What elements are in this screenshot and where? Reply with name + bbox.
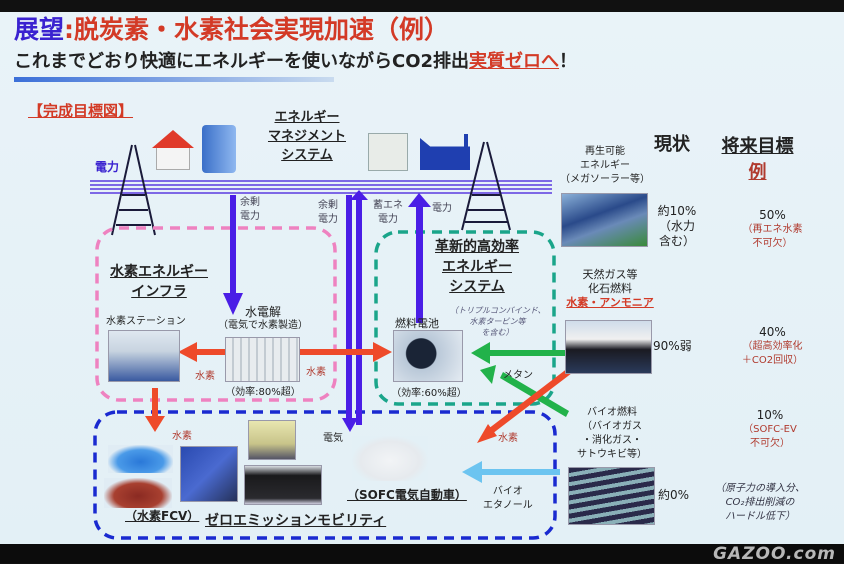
fuel-cell-up-arrow (408, 193, 431, 323)
train-photo (180, 446, 238, 502)
mobility-box (93, 410, 557, 540)
bioethanol-label: バイオエタノール (483, 486, 533, 511)
page-title: 展望:脱炭素・水素社会実現加速（例） (14, 15, 450, 44)
electrolyzer-photo (225, 337, 300, 382)
renewable-target: 50%（再エネ水素不可欠） (742, 208, 803, 249)
bus-photo (244, 465, 322, 505)
power-up-label: 電力 (432, 203, 452, 214)
lng-ship-photo (565, 320, 652, 374)
biofuel-current: 約0% (658, 488, 690, 502)
zero-emission-mobility-label: ゼロエミッションモビリティ (205, 513, 387, 529)
hydrogen-infra-box (95, 226, 337, 402)
solar-panel-photo (561, 193, 648, 247)
biofuel-source-label: バイオ燃料（バイオガス・消化ガス・サトウキビ等） (577, 407, 647, 460)
screen-bezel (0, 544, 844, 563)
diagram-heading: 【完成目標図】 (28, 102, 134, 120)
fcv-blue-car-photo (108, 445, 173, 473)
sofc-ev-photo (352, 436, 428, 481)
future-header: 将来目標例 (721, 136, 794, 183)
hydrogen-label-right: 水素 (306, 367, 326, 378)
sugarcane-photo (568, 467, 655, 525)
methane-label: メタン (503, 370, 533, 381)
sofc-ev-label: （SOFC電気自動車） (347, 488, 467, 502)
renewable-current: 約10%（水力含む） (657, 204, 697, 248)
hydrogen-fcv-arrow-label: 水素 (172, 431, 192, 442)
hydrogen-station-photo (108, 330, 180, 382)
fossil-current: 90%弱 (653, 339, 692, 353)
storage-power-label: 蓄エネ電力 (373, 200, 403, 225)
h2-sofc-arrow (477, 368, 572, 443)
surplus-power-label: 余剰電力 (240, 197, 260, 222)
renewable-source-label: 再生可能エネルギー（メガソーラー等） (560, 146, 650, 185)
hospital-icon (368, 133, 408, 171)
electrolysis-label: 水電解（電気で水素製造） (218, 305, 308, 331)
efficiency-60: （効率:60%超） (391, 388, 467, 399)
surplus-power-label-2: 余剰電力 (318, 200, 338, 225)
fcv-label: （水素FCV） (125, 509, 200, 523)
fuel-cell-label: 燃料電池 (395, 317, 439, 330)
fossil-target: 40%（超高効率化＋CO2回収） (741, 325, 804, 366)
electricity-label: 電気 (323, 433, 343, 444)
tower-icon (461, 141, 511, 231)
hydrogen-label-left: 水素 (195, 371, 215, 382)
hydrogen-sofc-arrow-label: 水素 (498, 433, 518, 444)
efficiency-80: （効率:80%超） (225, 387, 301, 398)
fcv-red-car-photo (104, 478, 172, 508)
office-building-icon (202, 125, 236, 173)
high-efficiency-note: （トリプルコンバインド、水素タービン等を含む） (450, 306, 546, 337)
grid-trunk (342, 190, 368, 432)
watermark: GAZOO.com (713, 544, 836, 564)
tower-icon (111, 144, 156, 236)
high-efficiency-box (374, 230, 556, 406)
fuel-cell-photo (393, 330, 463, 382)
fossil-source-label: 天然ガス等化石燃料水素・アンモニア (566, 268, 654, 309)
title-underline-bar (14, 77, 334, 82)
power-lines (90, 180, 552, 194)
bioethanol-arrow (462, 461, 560, 483)
power-label: 電力 (95, 160, 120, 174)
subtitle: これまでどおり快適にエネルギーを使いながらCO2排出実質ゼロへ！ (14, 51, 578, 72)
nuclear-note: （原子力の導入分、CO₂排出削減のハードル低下） (715, 483, 805, 522)
truck-photo (248, 420, 296, 460)
hydrogen-infra-label: 水素エネルギーインフラ (110, 264, 208, 300)
hydrogen-station-label: 水素ステーション (106, 316, 186, 327)
surplus-arrow (223, 195, 243, 315)
factory-icon (420, 134, 470, 170)
high-efficiency-label: 革新的高効率エネルギーシステム (435, 239, 519, 295)
house-icon (152, 130, 194, 170)
current-header: 現状 (654, 134, 690, 155)
ems-label: エネルギーマネジメントシステム (267, 110, 346, 163)
